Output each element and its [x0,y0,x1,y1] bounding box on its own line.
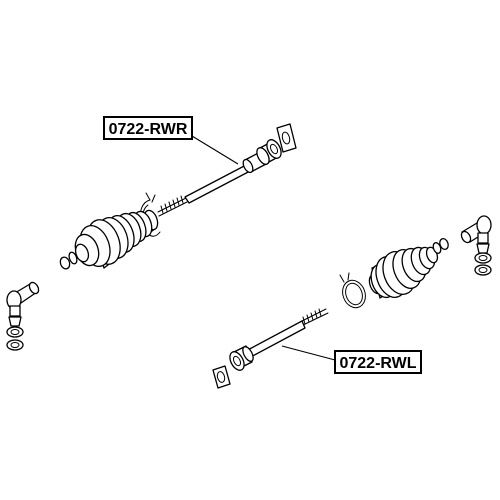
label-0722-rwr: 0722-RWR [103,116,239,165]
leader-line-rwl [281,345,336,361]
boot-clamp-left [339,272,366,309]
bellows-boot-right [74,209,159,269]
label-0722-rwl: 0722-RWL [281,345,422,374]
tie-rod-end-left-side [6,281,40,351]
lock-plate-left [212,365,231,389]
part-number-rwr: 0722-RWR [109,121,188,138]
leader-line-rwr [191,135,239,165]
rod-threads-left [299,308,329,327]
bellows-boot-left [368,246,439,299]
tie-rod-right-assembly: 0722-RWR [6,116,297,351]
part-number-rwl: 0722-RWL [339,355,416,372]
ball-joint-housing-right [242,139,282,174]
lock-plate-right [276,123,297,153]
tie-rod-left-assembly: 0722-RWL [212,215,492,389]
small-band-clamp-left [432,238,449,254]
small-band-clamp-right [59,251,78,270]
inner-rod-right [184,163,253,204]
rod-threads-right [157,195,188,217]
tie-rod-end-right-side [460,215,492,276]
inner-rod-left [243,320,306,360]
ball-joint-housing-left [229,345,254,371]
